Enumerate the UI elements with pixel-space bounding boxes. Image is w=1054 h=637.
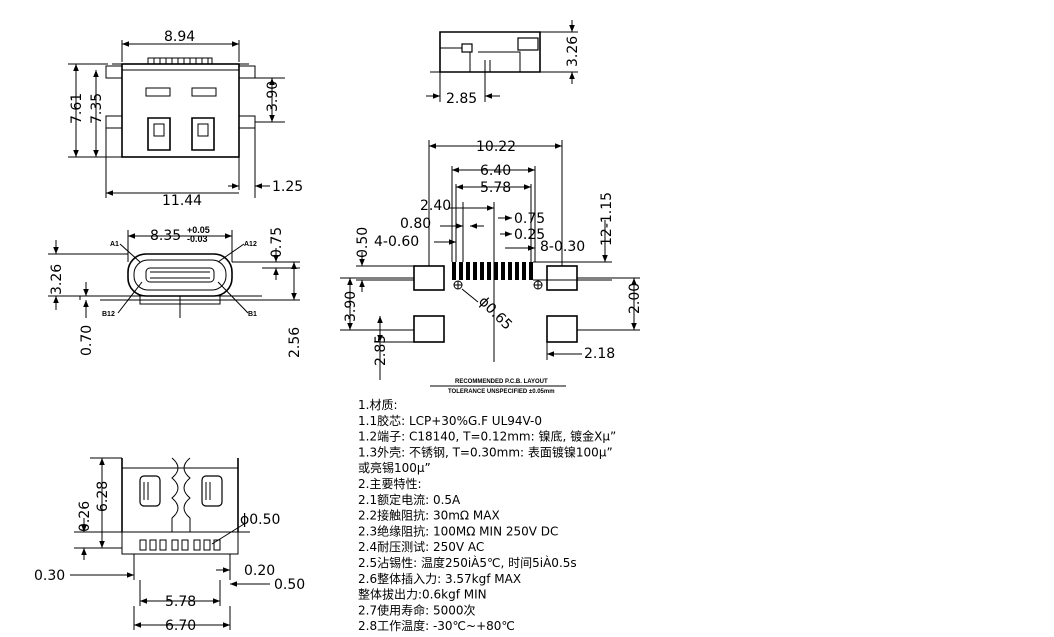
front-height-body-label: 7.35 [89,93,105,124]
spec-line: 整体拔出力:0.6kgf MIN [358,587,487,602]
bottom-view-pins [139,539,221,551]
pcb-hole-dia-label: ϕ0.65 [475,294,515,334]
pcb-d240-label: 2.40 [420,198,451,214]
spec-line: 1.3外壳: 不锈钢, T=0.30mm: 表面镀镍100μ” [358,445,613,459]
front-offset-right-label: 1.25 [272,179,303,195]
spec-line: 1.1胶芯: LCP+30%G.F UL94V-0 [358,413,542,428]
pcb-span-b-label: 5.78 [480,180,511,196]
front-width-bottom-label: 11.44 [162,193,202,209]
pcb-holes-label: 4-0.60 [374,234,419,250]
mating-right-top-label: 0.75 [269,227,285,258]
pcb-d075-label: 0.75 [514,211,545,227]
spec-line: 2.7使用寿命: 5000次 [358,602,475,617]
pcb-d080-label: 0.80 [400,216,431,232]
front-width-top-label: 8.94 [164,29,195,45]
bottom-left-label: 0.30 [34,568,65,584]
pcb-d390-label: 3.90 [343,291,359,322]
mating-width-label: 8.35 [150,228,181,244]
pcb-pad-len-label: 12-1.15 [599,192,615,246]
side-view: 3.26 2.85 [426,20,581,107]
bottom-span-inner-label: 5.78 [165,594,196,610]
pcb-pad-bottom-left [413,315,445,343]
pcb-d200-label: 2.00 [627,283,643,314]
spec-line: 2.5沾锡性: 温度250iÀ5℃, 时间5iÀ0.5s [358,555,577,570]
specifications-list: 1.材质:1.1胶芯: LCP+30%G.F UL94V-01.2端子: C18… [358,398,616,633]
spec-line: 1.2端子: C18140, T=0.12mm: 镍底, 镀金Xμ” [358,429,616,444]
mating-tol-plus-label: +0.05 [187,225,210,235]
front-view-body [121,63,240,158]
pcb-d285-label: 2.85 [373,335,389,366]
spec-line: 2.2接触阻抗: 30mΩ MAX [358,508,500,523]
pcb-pad-top-left [413,265,445,291]
pin-b1-label: B1 [248,311,257,318]
pin-a1-label: A1 [110,241,119,248]
spec-line: 或亮锡100μ” [358,460,431,475]
spec-line: 1.材质: [358,398,398,412]
pin-a12-label: A12 [244,241,257,248]
pin-b12-label: B12 [102,311,115,318]
pcb-d025-label: 0.25 [514,227,545,243]
pcb-layout: 10.22 6.40 5.78 2.40 0.80 4-0.60 0.75 0.… [340,139,643,395]
mating-right-bottom-label: 2.56 [287,327,303,358]
pcb-overall-label: 10.22 [476,139,516,155]
pcb-pads-label: 8-0.30 [540,239,585,255]
spec-line: 2.3绝缘阻抗: 100MΩ MIN 250V DC [358,523,558,538]
bottom-pitch-a-label: 0.20 [244,563,275,579]
bottom-offset-top-label: 0.26 [77,501,93,532]
pcb-d050-label: 0.50 [355,227,371,258]
pcb-span-a-label: 6.40 [480,163,511,179]
mating-height-label: 3.26 [49,264,65,295]
front-height-total-label: 7.61 [69,93,85,124]
pcb-title: RECOMMENDED P.C.B. LAYOUT [455,379,548,385]
pcb-signal-pads [452,262,533,280]
bottom-height-label: 6.28 [95,481,111,512]
side-height-label: 3.26 [565,36,581,67]
pcb-pad-bottom-right [546,315,578,343]
bottom-pitch-b-label: 0.50 [274,577,305,593]
mating-tol-minus-label: -0.03 [187,234,208,244]
pcb-pad-top-right [546,265,578,291]
spec-line: 2.主要特性: [358,476,422,491]
bottom-span-outer-label: 6.70 [165,618,196,634]
spec-line: 2.8工作温度: -30℃~+80℃ [358,618,515,633]
mating-view: A1 A12 B12 B1 8.35 +0.05 -0.03 3.26 0.70… [48,225,303,358]
pcb-tolerance: TOLERANCE UNSPECIFIED ±0.05mm [448,389,555,395]
bottom-view: 6.28 0.26 ϕ0.50 0.30 0.20 0.50 5.78 6.70 [34,457,305,634]
front-view-contacts [147,57,213,65]
spec-line: 2.1额定电流: 0.5A [358,492,461,507]
front-view: 8.94 7.61 7.35 3.90 11.44 1.25 [68,29,303,209]
front-height-right-label: 3.90 [265,81,281,112]
bottom-hole-label: ϕ0.50 [240,512,280,528]
spec-line: 2.6整体插入力: 3.57kgf MAX [358,571,521,586]
pcb-d218-label: 2.18 [584,346,615,362]
side-offset-label: 2.85 [446,91,477,107]
mating-left-bottom-label: 0.70 [79,325,95,356]
spec-line: 2.4耐压测试: 250V AC [358,539,484,554]
